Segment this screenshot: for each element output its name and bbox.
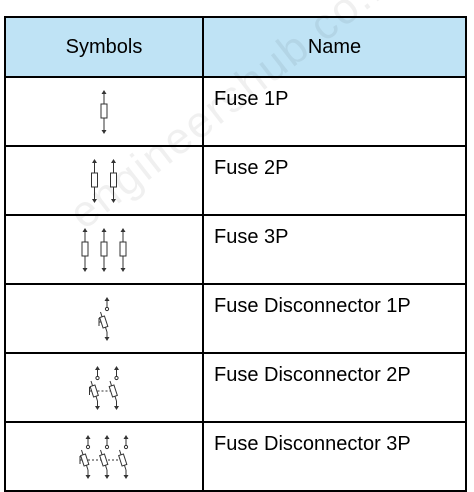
name-cell: Fuse Disconnector 3P: [202, 421, 467, 492]
name-cell: Fuse 2P: [202, 145, 467, 216]
header-name: Name: [202, 16, 467, 78]
table-row: Fuse Disconnector 2P: [4, 352, 467, 423]
header-symbols: Symbols: [4, 16, 204, 78]
symbol-cell: [4, 283, 204, 354]
table-row: Fuse Disconnector 3P: [4, 421, 467, 492]
symbol-cell: [4, 421, 204, 492]
fuse-1p-icon: [100, 89, 108, 134]
symbol-cell: [4, 145, 204, 216]
fuse-3p-icon: [81, 227, 127, 272]
symbol-cell: [4, 214, 204, 285]
table-row: Fuse Disconnector 1P: [4, 283, 467, 354]
table-row: Fuse 3P: [4, 214, 467, 285]
fuse-disconnector-1p-icon: [98, 296, 110, 341]
fuse-disconnector-3p-icon: [79, 434, 129, 479]
symbol-cell: [4, 76, 204, 147]
name-cell: Fuse 1P: [202, 76, 467, 147]
table-header-row: Symbols Name: [4, 16, 467, 78]
name-cell: Fuse Disconnector 1P: [202, 283, 467, 354]
symbol-cell: [4, 352, 204, 423]
symbols-table: Symbols Name Fuse 1P Fuse 2P Fuse 3P: [4, 16, 467, 492]
name-cell: Fuse Disconnector 2P: [202, 352, 467, 423]
fuse-disconnector-2p-icon: [89, 365, 119, 410]
table-row: Fuse 1P: [4, 76, 467, 147]
table-row: Fuse 2P: [4, 145, 467, 216]
name-cell: Fuse 3P: [202, 214, 467, 285]
fuse-2p-icon: [91, 158, 117, 203]
